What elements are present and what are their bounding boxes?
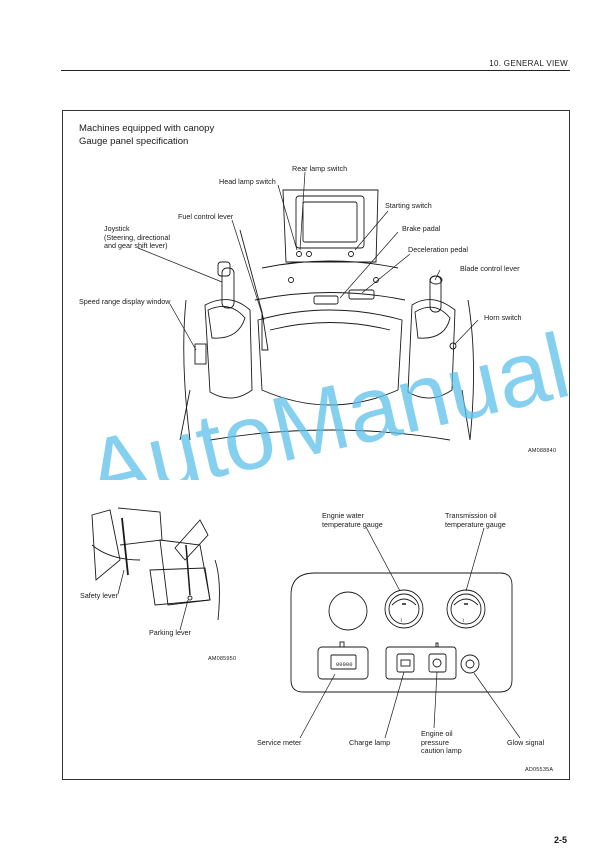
monitor-housing (282, 189, 379, 263)
panel-figure-code: AD05535A (525, 767, 554, 773)
water-gauge-glyph: ⌇ (400, 618, 402, 624)
section-title: 10. GENERAL VIEW (489, 59, 568, 68)
label-joystick: Joystick (Steering, directional and gear… (104, 224, 170, 250)
lever-figure-code: AM085950 (208, 656, 237, 662)
label-fuel-control-lever: Fuel control lever (178, 212, 234, 221)
figure-caption-line2: Gauge panel specification (79, 136, 189, 147)
blank-gauge-hole (328, 591, 368, 631)
right-armrest (414, 306, 451, 339)
left-console (204, 299, 253, 399)
safety-lever-line (121, 517, 129, 576)
lamp-group-box (385, 646, 457, 680)
cab-figure-code: AM088840 (528, 448, 557, 454)
starting-switch-knob (348, 251, 354, 257)
speed-range-window (194, 343, 207, 365)
parking-lever-line (185, 544, 191, 596)
horn-switch-button (449, 342, 457, 350)
header-rule (61, 70, 570, 71)
oil-pressure-lamp (428, 653, 447, 673)
monitor-screen (302, 201, 358, 243)
right-console (407, 299, 456, 399)
gauge-panel-outline (290, 572, 513, 693)
label-safety-lever: Safety lever (80, 591, 118, 600)
label-starting-switch: Starting switch (385, 201, 432, 210)
watermark-text: AutoManual (77, 315, 578, 480)
joystick (221, 267, 235, 309)
label-horn-switch: Horn switch (484, 313, 522, 322)
figure-frame (62, 110, 570, 780)
glow-signal-lamp (460, 654, 480, 674)
transmission-temp-gauge (446, 589, 486, 629)
deceleration-pedal (348, 289, 375, 300)
charge-lamp (396, 653, 415, 673)
label-speed-range-window: Speed range display window (79, 297, 171, 306)
page-number: 2-5 (553, 835, 567, 845)
label-glow-signal: Glow signal (507, 738, 545, 747)
label-water-temp-gauge: Engnie water temperature gauge (322, 511, 383, 529)
trans-gauge-glyph: ⌇ (462, 618, 464, 624)
left-armrest (207, 305, 246, 339)
meter-reading-text: 00000 (336, 661, 353, 668)
label-engine-oil-pressure-lamp: Engine oil pressure caution lamp (421, 729, 462, 755)
brake-pedal (313, 295, 339, 305)
label-charge-lamp: Charge lamp (349, 738, 391, 747)
label-head-lamp-switch: Head lamp switch (219, 177, 276, 186)
monitor-frame (295, 195, 365, 249)
water-temp-gauge (384, 589, 424, 629)
figure-caption-line1: Machines equipped with canopy (79, 123, 215, 134)
label-parking-lever: Parking lever (149, 628, 191, 637)
rear-lamp-knob (296, 251, 302, 257)
label-deceleration-pedal: Deceleration pedal (408, 245, 468, 254)
label-brake-padal: Brake padal (402, 224, 441, 233)
label-rear-lamp-switch: Rear lamp switch (292, 164, 348, 173)
operator-seat (257, 309, 403, 406)
fuel-control-lever (261, 311, 269, 351)
label-transmission-oil-gauge: Transmission oil temperature gauge (445, 511, 506, 529)
label-blade-control-lever: Blade control lever (460, 264, 520, 273)
label-service-meter: Service meter (257, 738, 302, 747)
watermark: AutoManual (77, 315, 578, 480)
